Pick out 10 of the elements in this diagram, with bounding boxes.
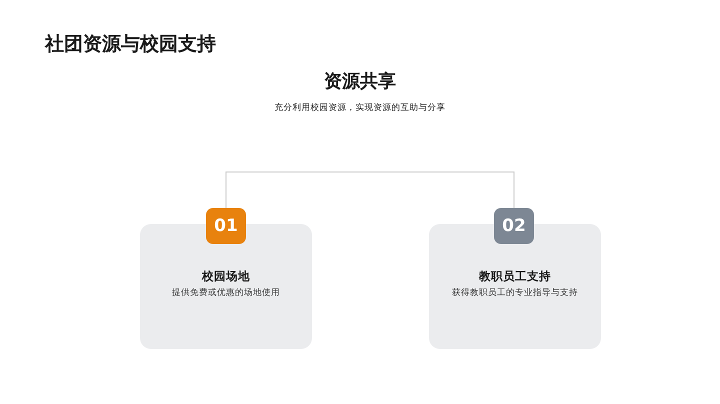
number-badge: 01 — [206, 208, 246, 244]
connector-line — [226, 172, 514, 208]
page-title: 社团资源与校园支持 — [45, 32, 216, 57]
section-subtitle: 充分利用校园资源，实现资源的互助与分享 — [274, 103, 446, 113]
card-description: 提供免费或优惠的场地使用 — [172, 288, 280, 298]
card-heading: 教职员工支持 — [479, 269, 551, 283]
number-badge: 02 — [494, 208, 534, 244]
section-heading: 资源共享 — [324, 71, 396, 92]
card-description: 获得教职员工的专业指导与支持 — [452, 288, 578, 298]
card-heading: 校园场地 — [202, 269, 250, 283]
